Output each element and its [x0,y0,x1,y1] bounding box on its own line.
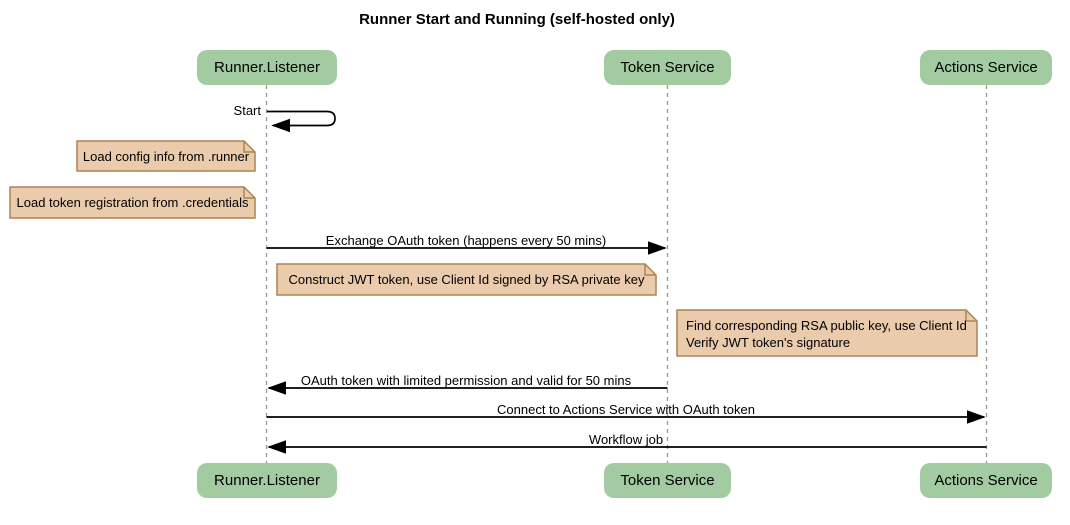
note-load-token: Load token registration from .credential… [16,195,249,210]
participant-token-service-top: Token Service [604,50,731,85]
note-fold-load-config [243,141,255,153]
note-shape-find-rsa [676,309,978,357]
note-shape-load-token [9,186,256,219]
participant-label: Runner.Listener [214,59,320,76]
diagram-title: Runner Start and Running (self-hosted on… [359,11,675,28]
participant-label: Actions Service [934,59,1038,76]
note-find-rsa-line2: Verify JWT token's signature [686,335,851,350]
participant-runner-listener-bottom: Runner.Listener [197,463,337,498]
note-shape-load-config [76,140,256,172]
message-label-workflow-job: Workflow job [588,432,664,447]
participant-actions-service-bottom: Actions Service [920,463,1052,498]
participant-token-service-bottom: Token Service [604,463,731,498]
participant-runner-listener-top: Runner.Listener [197,50,337,85]
note-load-config: Load config info from .runner [82,148,250,164]
note-shape-construct-jwt [276,263,657,296]
note-fold-find-rsa [965,310,977,322]
participant-label: Token Service [620,472,715,489]
message-label-oauth-return: OAuth token with limited permission and … [300,373,632,388]
participant-actions-service-top: Actions Service [920,50,1052,85]
self-arrow-start [267,110,336,133]
note-fold-load-token [243,187,255,199]
participant-label: Runner.Listener [214,472,320,489]
message-label-connect: Connect to Actions Service with OAuth to… [497,402,755,417]
participant-label: Actions Service [934,472,1038,489]
note-find-rsa: Find corresponding RSA public key, use C… [677,310,977,363]
message-label-exchange-oauth: Exchange OAuth token (happens every 50 m… [325,233,607,248]
note-construct-jwt: Construct JWT token, use Client Id signe… [288,272,645,287]
message-label-start: Start [233,103,261,118]
note-find-rsa-line1: Find corresponding RSA public key, use C… [686,318,967,333]
note-fold-construct-jwt [644,264,656,276]
participant-label: Token Service [620,59,715,76]
